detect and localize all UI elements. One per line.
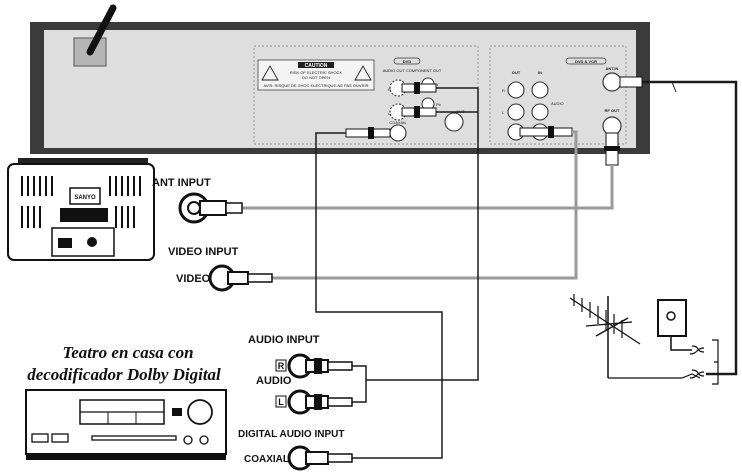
cables <box>240 80 738 459</box>
video-input-connector <box>208 264 273 292</box>
ant-in-label: ANT.IN <box>606 66 619 71</box>
y-label: Y <box>436 82 439 87</box>
dvd-r-small: R <box>388 87 391 92</box>
audio-l-label: L <box>278 397 284 407</box>
audio-input-label: AUDIO INPUT <box>248 334 320 346</box>
twin-lead-splitter-icon <box>689 339 719 385</box>
warning-text: AVIS: RISQUE DE CHOC ELECTRIQUE-NE PAS O… <box>264 83 369 88</box>
audio-r-connector <box>287 353 353 379</box>
vcr-l-small: L <box>502 110 505 115</box>
video-out-cable <box>272 130 578 280</box>
antenna-icon <box>569 294 701 379</box>
caution-text: CAUTION <box>305 63 328 69</box>
dvd-coaxial-jack: COAXIAL <box>389 120 407 142</box>
vcr-audio-small: AUDIO <box>551 101 564 106</box>
home-theater-receiver <box>25 389 227 460</box>
warning-triangle-icon <box>354 65 372 81</box>
rf-to-ant-input-cable <box>240 165 614 210</box>
dvd-vcr-tag: DVD & VCR <box>575 59 597 64</box>
power-socket <box>73 37 107 67</box>
home-theater-title-line2: decodificador Dolby Digital <box>27 365 221 384</box>
analog-audio-cable <box>352 87 479 403</box>
video-input-label: VIDEO INPUT <box>168 246 239 258</box>
dvd-vcr-rear-panel: CAUTION RISK OF ELECTRIC SHOCK DO NOT OP… <box>30 4 650 166</box>
television-rear: SANYO <box>7 158 155 261</box>
tv-brand: SANYO <box>74 195 96 201</box>
dvd-audio-plugs <box>401 82 437 118</box>
vcr-in-label: IN <box>538 70 542 75</box>
dvd-coaxial-plug <box>345 127 391 139</box>
audio-r-label: R <box>278 361 285 371</box>
dvd-tag: DVD <box>403 59 412 64</box>
rf-out-label: RF OUT <box>605 108 620 113</box>
digital-audio-input-label: DIGITAL AUDIO INPUT <box>238 429 344 440</box>
audio-label: AUDIO <box>256 375 292 387</box>
ant-input-label: ANT INPUT <box>152 177 211 189</box>
video-label: VIDEO <box>176 273 211 285</box>
home-theater-title-line1: Teatro en casa con <box>62 343 193 362</box>
vcr-out-label: OUT <box>512 70 521 75</box>
caution-label: CAUTION RISK OF ELECTRIC SHOCK DO NOT OP… <box>257 59 375 91</box>
rf-out-plug <box>604 132 620 166</box>
vcr-video-plug <box>519 126 573 138</box>
antenna-lead-cable <box>642 80 738 376</box>
audio-out-component-out-label: AUDIO OUT COMPONENT OUT <box>383 68 442 73</box>
ant-input-connector <box>178 192 243 224</box>
vcr-section-outline <box>489 45 627 145</box>
coaxial-connector <box>287 445 353 471</box>
coaxial-label: COAXIAL <box>244 454 289 465</box>
audio-l-connector <box>287 389 353 415</box>
rf-out-jack <box>602 116 622 136</box>
vcr-r-small: R <box>502 88 505 93</box>
dvd-coaxial-small: COAXIAL <box>389 120 407 125</box>
pb-label: Pb <box>436 102 442 107</box>
wall-outlet-icon <box>657 299 692 351</box>
caution-sub2: DO NOT OPEN <box>302 75 330 80</box>
power-cord <box>86 4 117 56</box>
ant-in-plug <box>619 76 643 88</box>
caution-sub1: RISK OF ELECTRIC SHOCK <box>290 70 343 75</box>
dvd-l-small: L <box>388 111 391 116</box>
warning-triangle-icon <box>261 65 279 81</box>
ant-in-jack <box>602 72 622 92</box>
coaxial-audio-cable <box>315 132 443 459</box>
